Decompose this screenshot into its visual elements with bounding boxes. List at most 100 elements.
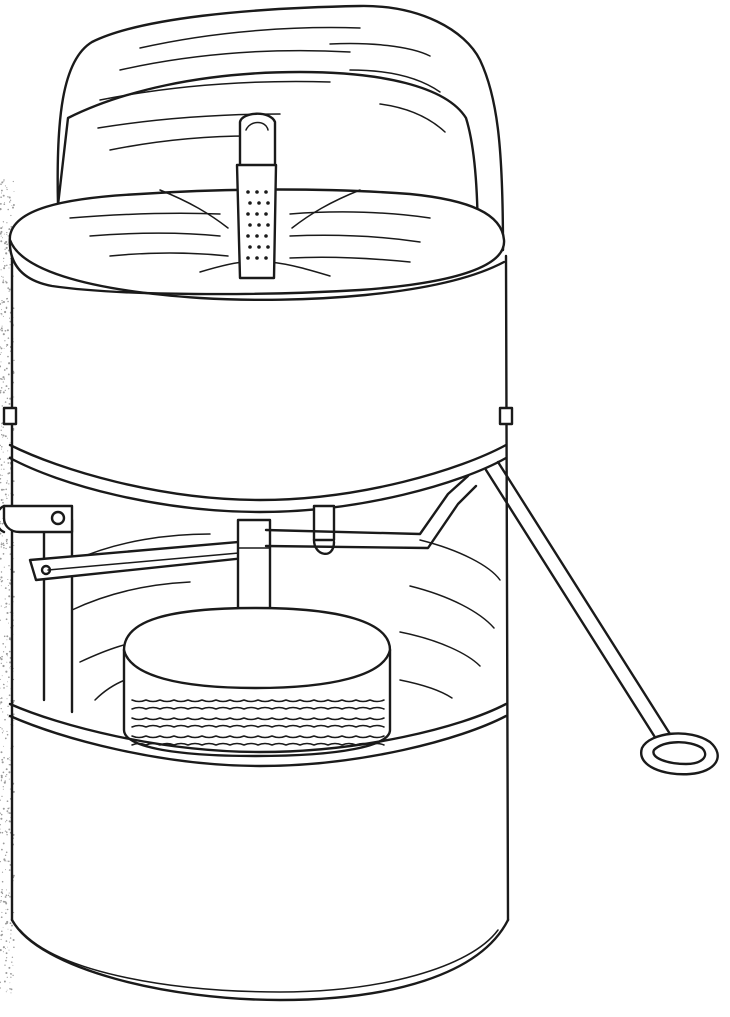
paper-speckle [4, 646, 7, 648]
paper-speckle [0, 916, 3, 919]
paper-speckle [7, 807, 10, 810]
paper-speckle [0, 235, 2, 237]
spout-hole [255, 256, 259, 260]
paper-speckle [6, 297, 8, 300]
paper-speckle [5, 851, 8, 854]
paper-speckle [1, 728, 3, 730]
paper-speckle [6, 685, 8, 687]
paper-speckle [5, 889, 7, 891]
paper-speckle [4, 718, 6, 721]
left-bracket [0, 504, 74, 534]
paper-speckle [0, 444, 1, 447]
paper-speckle [7, 387, 10, 390]
paper-speckle [2, 683, 5, 686]
paper-speckle [4, 435, 7, 438]
paper-speckle [2, 376, 5, 379]
paper-speckle [0, 774, 3, 777]
paper-speckle [5, 821, 7, 823]
paper-speckle [2, 842, 5, 845]
paper-speckle [8, 196, 11, 199]
paper-speckle [0, 585, 2, 587]
paper-speckle [5, 539, 7, 541]
paper-speckle [0, 619, 1, 621]
paper-speckle [0, 429, 2, 431]
paper-speckle [6, 397, 9, 400]
paper-speckle [0, 860, 1, 863]
paper-speckle [9, 441, 11, 443]
paper-speckle [0, 813, 3, 816]
paper-speckle [0, 377, 2, 380]
spout-hole [248, 245, 252, 249]
paper-speckle [1, 275, 3, 277]
paper-speckle [7, 928, 9, 930]
paper-speckle [0, 987, 1, 989]
stack-ripple [131, 724, 385, 728]
back-shield [56, 4, 505, 261]
paper-speckle [0, 780, 2, 782]
paper-speckle [8, 622, 10, 624]
paper-speckle [12, 713, 15, 716]
paper-speckle [1, 434, 3, 436]
paper-speckle [2, 664, 5, 668]
paper-speckle [0, 576, 3, 579]
paper-speckle [0, 656, 2, 659]
spout-hole [248, 223, 252, 227]
paper-speckle [11, 956, 14, 958]
paper-speckle [0, 488, 4, 491]
paper-speckle [2, 194, 5, 197]
paper-speckle [8, 595, 11, 598]
spout-hole [264, 212, 268, 216]
paper-speckle [0, 828, 1, 830]
paper-speckle [0, 938, 2, 941]
paper-speckle [1, 314, 3, 316]
paper-speckle [11, 205, 13, 207]
paper-speckle [8, 546, 11, 549]
paper-speckle [7, 946, 8, 948]
paper-speckle [11, 924, 13, 927]
paper-speckle [6, 243, 8, 246]
paper-speckle [0, 776, 3, 779]
paper-speckle [3, 265, 6, 267]
paper-speckle [4, 737, 7, 740]
paper-speckle [6, 222, 8, 224]
paper-speckle [2, 391, 5, 394]
paper-speckle [5, 670, 8, 673]
paper-speckle [3, 233, 5, 235]
paper-speckle [12, 874, 15, 877]
paper-speckle [2, 771, 5, 774]
paper-speckle [8, 603, 10, 605]
paper-speckle [7, 208, 9, 211]
paper-speckle [10, 988, 13, 991]
paper-speckle [1, 474, 3, 476]
paper-speckle [0, 605, 2, 607]
paper-speckle [3, 547, 5, 549]
paper-speckle [5, 306, 8, 309]
paper-speckle [0, 812, 1, 814]
paper-speckle [8, 402, 11, 405]
paper-speckle [7, 472, 10, 475]
paper-speckle [4, 389, 6, 392]
paper-speckle [3, 566, 5, 568]
paper-speckle [7, 578, 9, 581]
paper-speckle [1, 848, 3, 851]
paper-speckle [8, 483, 10, 485]
paper-speckle [2, 281, 5, 284]
paper-speckle [11, 961, 13, 963]
paper-speckle [13, 880, 15, 882]
paper-speckle [0, 703, 1, 705]
paper-speckle [8, 763, 11, 766]
paper-speckle [6, 497, 8, 500]
paper-speckle [3, 980, 6, 983]
paper-speckle [7, 450, 9, 452]
paper-speckle [8, 362, 11, 365]
paper-speckle [6, 976, 8, 978]
paper-speckle [6, 831, 8, 833]
paper-speckle [12, 180, 14, 183]
paper-speckle [13, 191, 15, 193]
paper-speckle [5, 940, 8, 942]
paper-speckle [0, 658, 3, 661]
paper-speckle [4, 948, 6, 950]
paper-speckle [0, 303, 2, 305]
paper-speckle [4, 401, 7, 403]
paper-speckle [5, 618, 8, 621]
